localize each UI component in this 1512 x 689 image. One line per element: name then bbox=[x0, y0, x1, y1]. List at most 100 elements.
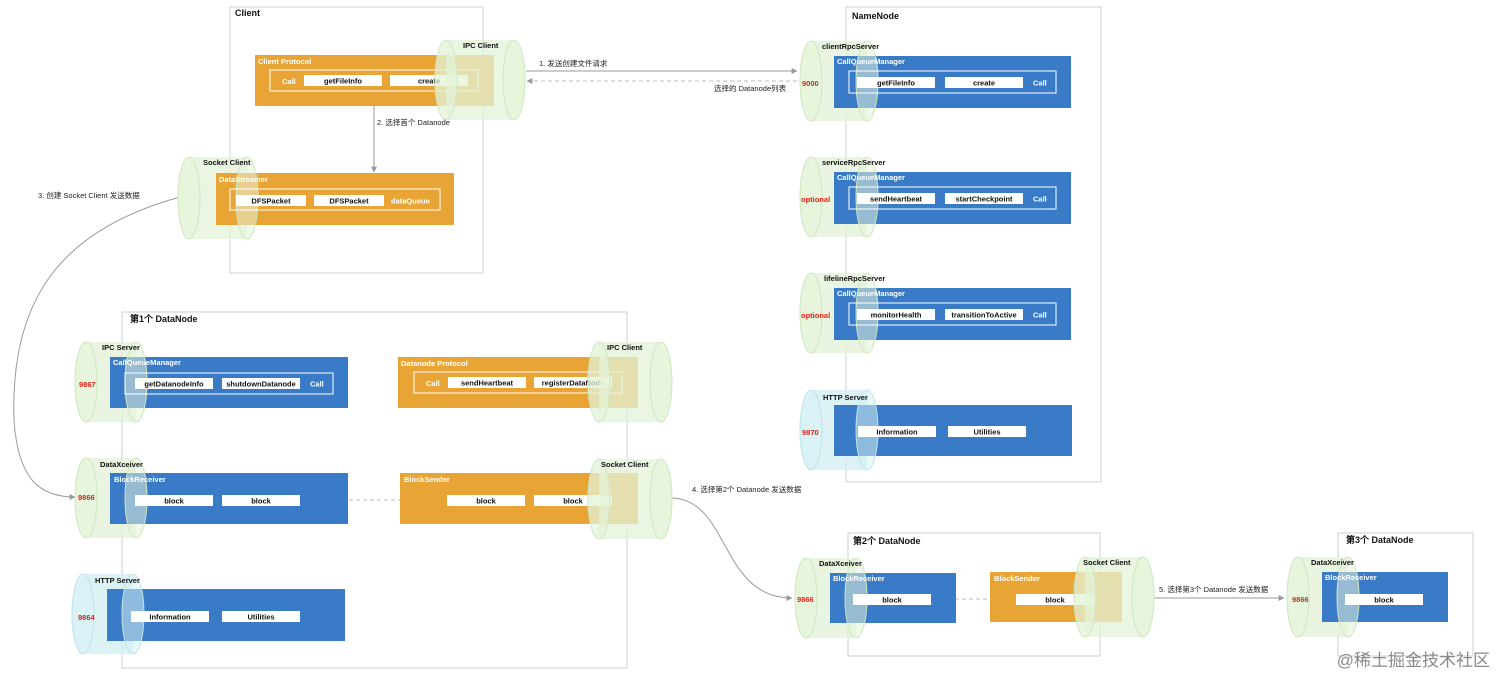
lifeline-rpc-call: Call bbox=[1033, 311, 1047, 320]
dfspacket-1 bbox=[236, 195, 306, 206]
dn1-ipc-client-cylinder bbox=[587, 341, 673, 423]
dn2-recv-block-label: block bbox=[882, 596, 902, 605]
nn-monitorhealth bbox=[857, 309, 935, 320]
client-ipc-client-label: IPC Client bbox=[463, 41, 499, 50]
dn1-ipc-server-port: 9867 bbox=[79, 380, 96, 389]
nn-transitiontoactive-label: transitionToActive bbox=[951, 311, 1016, 320]
step3-label: 3. 创建 Socket Client 发送数据 bbox=[38, 190, 140, 200]
lifeline-rpc-row bbox=[848, 302, 1057, 326]
dataqueue-label: dataQueue bbox=[391, 197, 430, 206]
dn1-protocol-header: Datanode Protocol bbox=[401, 359, 468, 368]
nn-utilities bbox=[948, 426, 1026, 437]
dn1-socket-client-label: Socket Client bbox=[601, 460, 649, 469]
dn2-socket-client-cylinder bbox=[1073, 556, 1155, 638]
dn1-sendheartbeat bbox=[448, 377, 526, 388]
nn-sendheartbeat-label: sendHeartbeat bbox=[870, 195, 923, 204]
dn1-http-name: HTTP Server bbox=[95, 576, 140, 585]
dn1-ipc-client-label: IPC Client bbox=[607, 343, 643, 352]
dn3-recv-block bbox=[1345, 594, 1423, 605]
nn-information bbox=[858, 426, 936, 437]
dn1-ipc-call: Call bbox=[310, 380, 324, 389]
nn-create-label: create bbox=[973, 79, 995, 88]
dn1-socket-client-cylinder bbox=[587, 458, 673, 540]
service-rpc-name: serviceRpcServer bbox=[822, 158, 885, 167]
dn1-information bbox=[131, 611, 209, 622]
nn-getfileinfo bbox=[857, 77, 935, 88]
dn1-ipc-row bbox=[124, 372, 334, 395]
client-rpc-call: Call bbox=[1033, 79, 1047, 88]
namenode-title: NameNode bbox=[852, 11, 899, 21]
dn3-receiver-header: BlockReceiver bbox=[1325, 573, 1377, 582]
dn1-utilities-label: Utilities bbox=[247, 613, 274, 622]
client-socket-client-label: Socket Client bbox=[203, 158, 251, 167]
dn1-information-label: Information bbox=[149, 613, 191, 622]
dn1-send-block-2 bbox=[534, 495, 612, 506]
dn1-sender-header: BlockSender bbox=[404, 475, 450, 484]
send-dn2-curve bbox=[671, 497, 793, 601]
dn1-shutdowndatanode bbox=[222, 378, 300, 389]
dn1-protocol-call: Call bbox=[426, 379, 440, 388]
client-create bbox=[390, 75, 468, 86]
nn-information-label: Information bbox=[876, 428, 918, 437]
dn2-recv-block bbox=[853, 594, 931, 605]
dn1-recv-block-1 bbox=[135, 495, 213, 506]
client-rpc-name: clientRpcServer bbox=[822, 42, 879, 51]
client-getfileinfo-label: getFileInfo bbox=[324, 77, 362, 86]
dn3-xceiver-port: 9866 bbox=[1292, 595, 1309, 604]
dn1-recv-block-2-label: block bbox=[251, 497, 271, 506]
nn-transitiontoactive bbox=[945, 309, 1023, 320]
client-rpc-row bbox=[848, 70, 1057, 94]
dn1-ipc-server-name: IPC Server bbox=[102, 343, 140, 352]
lifeline-rpc-port: optional bbox=[801, 311, 830, 320]
dn1-xceiver-port: 9866 bbox=[78, 493, 95, 502]
client-title: Client bbox=[235, 8, 260, 18]
dn2-xceiver-port: 9866 bbox=[797, 595, 814, 604]
dfspacket-2 bbox=[314, 195, 384, 206]
client-container bbox=[229, 6, 484, 274]
service-rpc-row bbox=[848, 186, 1057, 210]
dn1-send-block-2-label: block bbox=[563, 497, 583, 506]
client-rpc-port: 9000 bbox=[802, 79, 819, 88]
lifeline-rpc-manager: CallQueueManager bbox=[837, 289, 905, 298]
dn1-shutdowndatanode-label: shutdownDatanode bbox=[226, 380, 296, 389]
client-protocol-header: Client Protocol bbox=[258, 57, 311, 66]
nn-http-port: 9870 bbox=[802, 428, 819, 437]
dn1-getdatanodeinfo bbox=[135, 378, 213, 389]
dn2-send-block-label: block bbox=[1045, 596, 1065, 605]
dn1-sendheartbeat-label: sendHeartbeat bbox=[461, 379, 514, 388]
dn1-send-block-1-label: block bbox=[476, 497, 496, 506]
nn-http-name: HTTP Server bbox=[823, 393, 868, 402]
datastreamer-row bbox=[229, 188, 441, 211]
dn2-send-block bbox=[1016, 594, 1094, 605]
nn-sendheartbeat bbox=[857, 193, 935, 204]
client-ipc-client-cylinder bbox=[434, 39, 526, 121]
datanode1-title: 第1个 DataNode bbox=[130, 313, 198, 324]
dn1-receiver-header: BlockReceiver bbox=[114, 475, 166, 484]
dn2-socket-client-label: Socket Client bbox=[1083, 558, 1131, 567]
dfspacket-2-label: DFSPacket bbox=[329, 197, 369, 206]
dn2-receiver-header: BlockReceiver bbox=[833, 574, 885, 583]
datanode2-title: 第2个 DataNode bbox=[853, 535, 921, 546]
step4-label: 4. 选择第2个 Datanode 发送数据 bbox=[692, 484, 802, 494]
dn1-getdatanodeinfo-label: getDatanodeInfo bbox=[144, 380, 204, 389]
lifeline-rpc-name: lifelineRpcServer bbox=[824, 274, 885, 283]
step5-label: 5. 选择第3个 Datanode 发送数据 bbox=[1159, 584, 1269, 594]
watermark: @稀土掘金技术社区 bbox=[1337, 651, 1490, 670]
nn-startcheckpoint-label: startCheckpoint bbox=[955, 195, 1013, 204]
service-rpc-call: Call bbox=[1033, 195, 1047, 204]
step2-label: 2. 选择首个 Datanode bbox=[377, 117, 450, 127]
dn2-sender-header: BlockSender bbox=[994, 574, 1040, 583]
client-getfileinfo bbox=[304, 75, 382, 86]
dn1-send-block-1 bbox=[447, 495, 525, 506]
dn1-recv-block-1-label: block bbox=[164, 497, 184, 506]
dfspacket-1-label: DFSPacket bbox=[251, 197, 291, 206]
datastreamer-header: DataStreamer bbox=[219, 175, 268, 184]
dn1-xceiver-name: DataXceiver bbox=[100, 460, 143, 469]
dn1-registerdatanode-label: registerDataNode bbox=[542, 379, 605, 388]
nn-startcheckpoint bbox=[945, 193, 1023, 204]
client-rpc-manager: CallQueueManager bbox=[837, 57, 905, 66]
service-rpc-manager: CallQueueManager bbox=[837, 173, 905, 182]
step1-label: 1. 发送创建文件请求 bbox=[539, 58, 608, 68]
nn-utilities-label: Utilities bbox=[973, 428, 1000, 437]
